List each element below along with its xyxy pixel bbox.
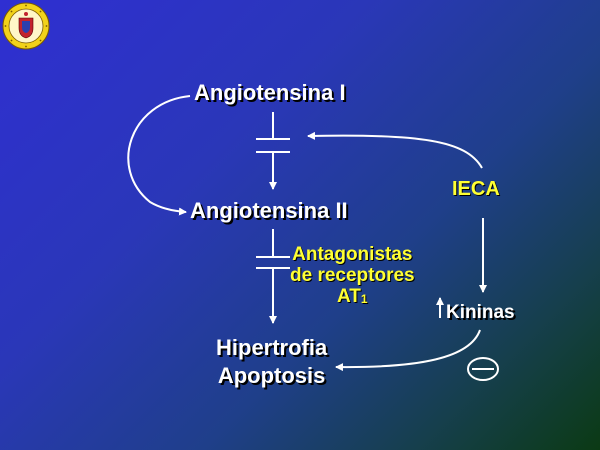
- label-ieca: IECA: [452, 178, 500, 200]
- outcome-apoptosis: Apoptosis: [217, 363, 326, 388]
- arrow-ieca-inhibits: [307, 131, 483, 169]
- antagonistas-line-1: Antagonistas: [292, 244, 413, 265]
- node-kininas: Kininas: [446, 302, 515, 323]
- label-antagonistas-at1: Antagonistas de receptores AT1: [290, 244, 415, 309]
- at-subscript: 1: [360, 292, 368, 306]
- antagonistas-line-2: de receptores: [290, 265, 415, 286]
- at-text: AT: [337, 286, 361, 307]
- node-angiotensina-2: Angiotensina II: [190, 198, 348, 223]
- node-angiotensina-1: Angiotensina I: [194, 80, 346, 105]
- outcome-hipertrofia: Hipertrofia: [216, 335, 328, 360]
- antagonistas-line-3: AT1: [290, 286, 415, 309]
- university-seal-icon: [2, 2, 50, 50]
- arrow-kininas-to-outcome: [335, 329, 481, 372]
- node-outcome: Hipertrofia Apoptosis: [216, 334, 327, 390]
- arrow-alternative-pathway: [127, 95, 191, 216]
- inhibition-minus-icon: [467, 357, 499, 381]
